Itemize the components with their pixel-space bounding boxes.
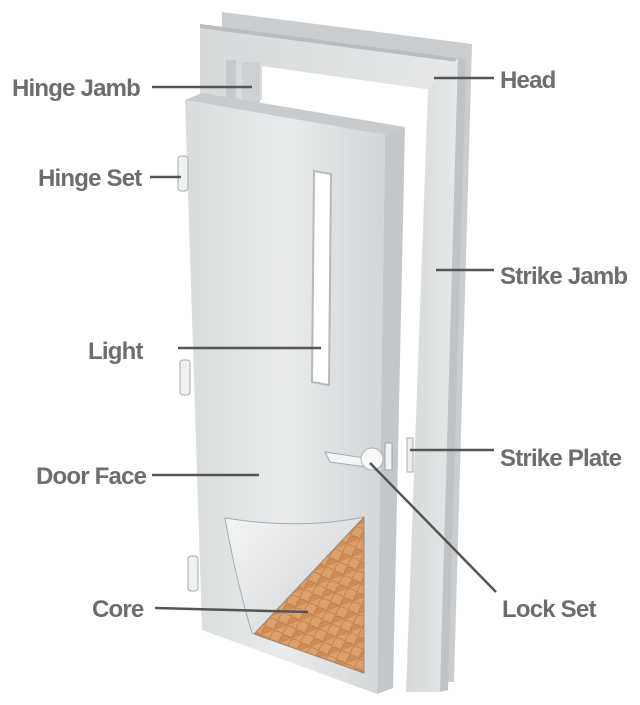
label-strike-jamb: Strike Jamb: [500, 263, 627, 290]
label-door-face: Door Face: [36, 463, 147, 490]
hinge-middle: [179, 359, 191, 396]
label-lock-set: Lock Set: [502, 596, 596, 623]
label-hinge-set: Hinge Set: [38, 165, 142, 192]
frame-head: [200, 24, 458, 100]
hinge-top: [177, 155, 189, 192]
hinge-jamb-inner: [242, 62, 260, 104]
hinge-bottom: [187, 555, 199, 592]
door-top-edge: [185, 93, 405, 135]
latch-plate: [384, 442, 393, 471]
leader-core: [154, 606, 309, 614]
label-core: Core: [92, 596, 144, 623]
light-window: [310, 169, 333, 387]
label-strike-plate: Strike Plate: [500, 445, 622, 472]
lock-knob: [360, 447, 384, 471]
frame-head-shadow: [200, 24, 458, 62]
core-honeycomb: [253, 515, 365, 674]
strike-plate: [406, 437, 414, 473]
strike-jamb: [406, 58, 458, 692]
label-head: Head: [500, 67, 556, 94]
door-side-edge: [377, 127, 405, 694]
door-frame: [200, 12, 472, 692]
label-light: Light: [88, 338, 143, 365]
labels: Hinge Jamb Head Hinge Set Strike Jamb Li…: [12, 67, 628, 623]
leader-lock-set: [369, 462, 497, 593]
door: [177, 93, 405, 694]
leader-lines: [150, 76, 497, 614]
strike-jamb-edge: [440, 58, 466, 692]
label-hinge-jamb: Hinge Jamb: [12, 75, 140, 102]
hinge-jamb: [226, 60, 236, 102]
